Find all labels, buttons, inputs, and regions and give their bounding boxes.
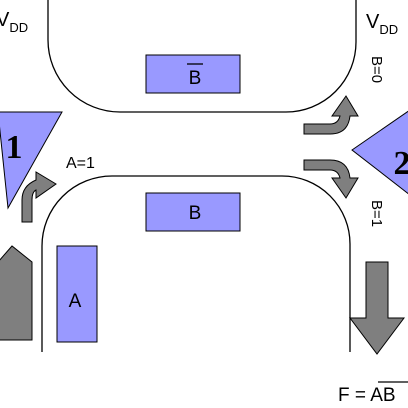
- region-b-bar-top: [145, 54, 241, 94]
- branch-b1-label: B=1: [368, 200, 385, 227]
- vdd-right-main: V: [366, 11, 380, 33]
- region-b-bar-label: B: [189, 68, 202, 89]
- region-b-middle-label: B: [189, 203, 202, 224]
- triangle-1-label: 1: [6, 129, 23, 166]
- triangle-2-label: 2: [394, 145, 408, 182]
- bottom-rail-curve: [41, 175, 351, 352]
- triangle-2: [351, 110, 408, 195]
- region-b-middle: [145, 192, 241, 232]
- vdd-left-main: V: [0, 9, 10, 31]
- vdd-right-label: VDD: [366, 11, 398, 37]
- branch-a-label: A=1: [66, 155, 95, 172]
- branch-b0-label: B=0: [368, 56, 385, 83]
- vdd-right-sub: DD: [379, 22, 398, 37]
- vdd-left-sub: DD: [9, 20, 28, 35]
- region-a-label: A: [69, 291, 82, 312]
- top-rail-curve: [47, 0, 357, 113]
- down-arrow-icon: [349, 261, 405, 355]
- output-label: F = AB: [338, 385, 396, 406]
- vdd-left-label: VDD: [0, 9, 28, 35]
- curved-arrow-b1-icon: [303, 159, 359, 199]
- curved-arrow-a-icon: [21, 171, 57, 223]
- triangle-1: [0, 111, 63, 210]
- region-a-left: [56, 245, 98, 343]
- up-arrow-icon: [0, 245, 33, 341]
- curved-arrow-b0-icon: [303, 95, 359, 135]
